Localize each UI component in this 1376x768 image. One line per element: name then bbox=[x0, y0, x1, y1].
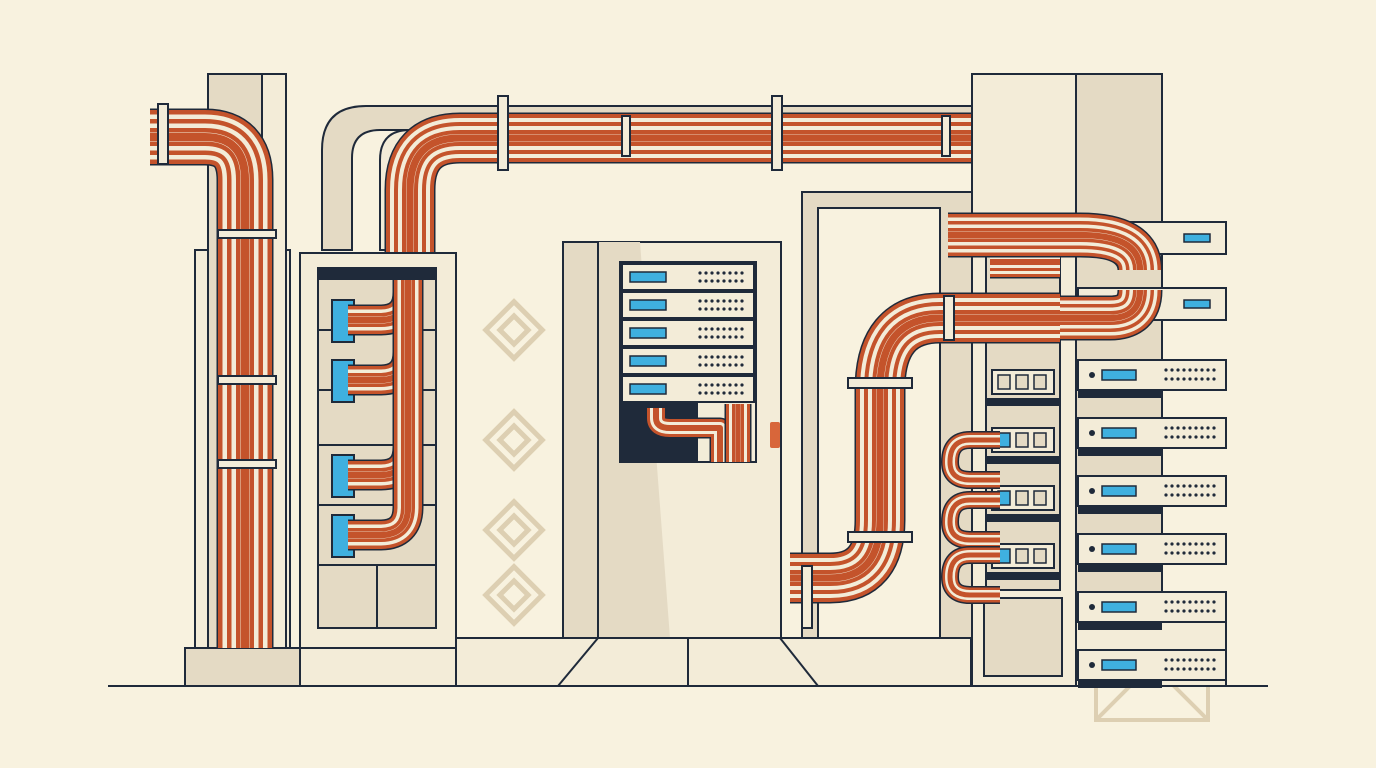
cable-clamp-icon bbox=[497, 95, 509, 171]
cable-clamp-icon bbox=[621, 115, 631, 157]
cable-clamp-icon bbox=[847, 377, 913, 389]
cable-loop bbox=[790, 212, 1163, 629]
status-led-icon bbox=[1101, 601, 1137, 613]
center-server-rack bbox=[621, 263, 755, 462]
status-led-icon bbox=[1183, 299, 1211, 309]
server-unit bbox=[1077, 359, 1227, 391]
cable-clamp-icon bbox=[157, 103, 169, 165]
status-led-icon bbox=[629, 327, 667, 339]
cable-clamp-icon bbox=[801, 565, 813, 629]
cable-clamp-icon bbox=[941, 115, 951, 157]
server-unit bbox=[1077, 649, 1227, 681]
vent-grille-icon bbox=[1164, 658, 1168, 662]
geometric-ornament-icon bbox=[482, 498, 546, 562]
cable-clamp-icon bbox=[847, 531, 913, 543]
status-led-icon bbox=[629, 271, 667, 283]
vent-grille-icon bbox=[1164, 426, 1168, 430]
vent-grille-icon bbox=[1164, 484, 1168, 488]
geometric-ornament-icon bbox=[482, 298, 546, 362]
cable-clamp-icon bbox=[771, 95, 783, 171]
vent-grille-icon bbox=[1164, 368, 1168, 372]
status-led-icon bbox=[629, 355, 667, 367]
cable-clamp-icon bbox=[217, 375, 277, 385]
vent-grille-icon bbox=[1164, 542, 1168, 546]
server-unit bbox=[1077, 591, 1227, 623]
status-led-icon bbox=[629, 383, 667, 395]
door-handle-icon[interactable] bbox=[770, 422, 780, 448]
server-unit bbox=[1077, 533, 1227, 565]
status-led-icon bbox=[1101, 369, 1137, 381]
vent-grille-icon bbox=[1164, 600, 1168, 604]
geometric-ornament-icon bbox=[482, 408, 546, 472]
status-led-icon bbox=[1101, 659, 1137, 671]
server-unit bbox=[1077, 475, 1227, 507]
status-led-icon bbox=[1101, 427, 1137, 439]
vertical-cable-bundle bbox=[150, 103, 277, 648]
status-led-icon bbox=[629, 299, 667, 311]
patch-ports bbox=[331, 276, 424, 558]
cable-clamp-icon bbox=[217, 459, 277, 469]
status-led-icon bbox=[1183, 233, 1211, 243]
cable-clamp-icon bbox=[217, 229, 277, 239]
server-unit bbox=[1077, 417, 1227, 449]
geometric-ornament-icon bbox=[482, 563, 546, 627]
status-led-icon bbox=[1101, 485, 1137, 497]
server-unit bbox=[621, 319, 755, 347]
status-led-icon bbox=[1101, 543, 1137, 555]
cable-clamp-icon bbox=[943, 295, 955, 341]
